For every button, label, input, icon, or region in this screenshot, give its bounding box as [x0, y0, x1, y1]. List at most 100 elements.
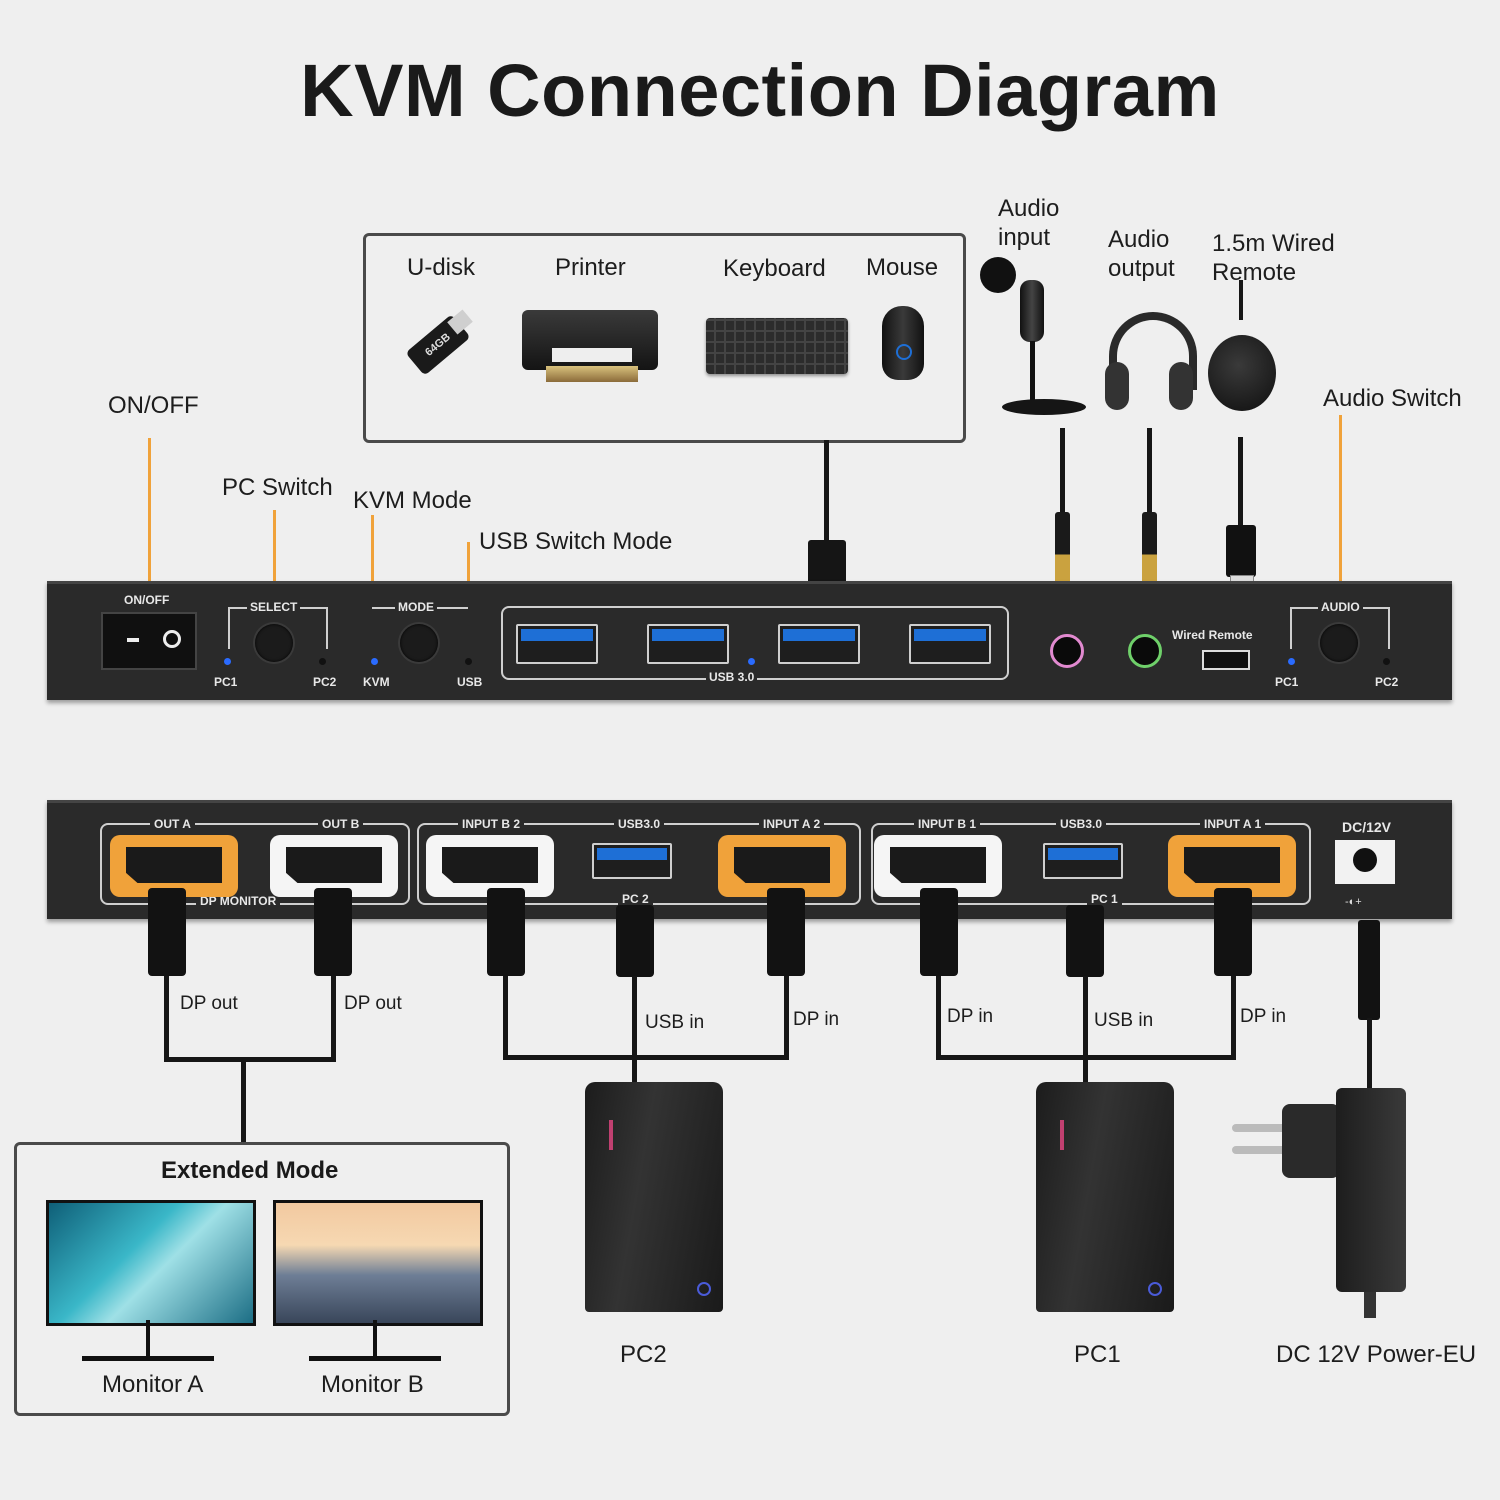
dp-plug-input-a1: [1214, 888, 1252, 976]
pc2-tower-icon: [585, 1082, 723, 1312]
power-adapter-icon: [1232, 1088, 1407, 1318]
onoff-panel-label: ON/OFF: [124, 593, 170, 607]
input-b1-label: INPUT B 1: [914, 817, 981, 831]
audio-pc2-led: [1383, 658, 1390, 665]
dc-polarity-icon: -◐+: [1345, 896, 1362, 908]
dc-label: DC/12V: [1342, 819, 1392, 835]
cable-monitor-trunk: [241, 1061, 246, 1145]
remote-cable: [1238, 437, 1243, 527]
dp-plug-out-a: [148, 888, 186, 976]
front-usb-port-1[interactable]: [516, 624, 598, 664]
monitor-b-label: Monitor B: [321, 1371, 424, 1398]
monitor-b-base: [309, 1356, 441, 1361]
input-b1-port[interactable]: [874, 835, 1002, 897]
audio-pc1-led: [1288, 658, 1295, 665]
kvm-mode-callout: KVM Mode: [353, 487, 472, 514]
input-a1-port[interactable]: [1168, 835, 1296, 897]
monitor-b-icon: [273, 1200, 483, 1326]
monitor-a-stand: [146, 1320, 150, 1358]
input-a2-port[interactable]: [718, 835, 846, 897]
out-b-port[interactable]: [270, 835, 398, 897]
dc-power-port[interactable]: [1335, 840, 1395, 884]
audio-pc2-label: PC2: [1375, 675, 1399, 689]
dp-in-pc1-a-label: DP in: [1240, 1006, 1287, 1027]
audio-pc1-label: PC1: [1275, 675, 1299, 689]
front-usb-port-4[interactable]: [909, 624, 991, 664]
udisk-label: U-disk: [407, 254, 476, 281]
cable-pc1-a1: [1231, 976, 1236, 1060]
input-a2-label: INPUT A 2: [759, 817, 825, 831]
mode-label: MODE: [395, 600, 437, 614]
extended-mode-box: [14, 1142, 510, 1416]
input-b2-port[interactable]: [426, 835, 554, 897]
usb30-left-label: USB3.0: [614, 817, 665, 831]
usb-mode-callout: USB Switch Mode: [479, 528, 673, 555]
pc1-label: PC1: [1074, 1341, 1121, 1368]
audio-button[interactable]: [1320, 624, 1358, 662]
pc1-led: [224, 658, 231, 665]
remote-port[interactable]: [1202, 650, 1250, 670]
pc1-label: PC1: [214, 675, 238, 689]
mode-button[interactable]: [400, 624, 438, 662]
dp-plug-out-b: [314, 888, 352, 976]
audio-in-cable: [1060, 428, 1065, 513]
audio-out-plug: [1142, 512, 1157, 597]
dp-in-pc1-b-label: DP in: [947, 1006, 994, 1027]
printer-icon: [518, 306, 663, 384]
usb30-right-label: USB3.0: [1056, 817, 1107, 831]
dp-plug-input-b2: [487, 888, 525, 976]
mic-jack[interactable]: [1050, 634, 1084, 668]
cable-out-a: [164, 976, 169, 1061]
usb-plug-pc2: [616, 905, 654, 977]
select-label: SELECT: [247, 600, 301, 614]
pc1-tag: PC 1: [1087, 892, 1122, 906]
pc2-led: [319, 658, 326, 665]
dp-out-a-label: DP out: [180, 993, 238, 1014]
usb30-label: USB 3.0: [706, 670, 758, 684]
pc1-tower-icon: [1036, 1082, 1174, 1312]
pc2-label: PC2: [313, 675, 337, 689]
power-switch[interactable]: [101, 612, 197, 670]
cable-pc2-a2: [784, 976, 789, 1060]
cable-pc1-b1: [936, 976, 941, 1060]
page-title: KVM Connection Diagram: [300, 49, 1220, 132]
headphones-icon: [1105, 312, 1197, 412]
cable-dc: [1367, 1018, 1372, 1090]
monitor-a-icon: [46, 1200, 256, 1326]
cable-pc1-join: [936, 1055, 1236, 1060]
audio-out-cable: [1147, 428, 1152, 513]
rear-usb-port-pc2[interactable]: [592, 843, 672, 879]
microphone-icon: [978, 255, 1090, 420]
out-b-label: OUT B: [318, 817, 364, 831]
front-usb-port-3[interactable]: [778, 624, 860, 664]
remote-cable-top: [1239, 280, 1243, 320]
audio-in-plug: [1055, 512, 1070, 597]
dc-plug: [1358, 920, 1380, 1020]
audio-panel-label: AUDIO: [1318, 600, 1363, 614]
cable-pc1-usb: [1083, 976, 1088, 1086]
input-a1-label: INPUT A 1: [1200, 817, 1266, 831]
headphone-jack[interactable]: [1128, 634, 1162, 668]
dp-monitor-label: DP MONITOR: [196, 894, 281, 908]
pc2-label: PC2: [620, 1341, 667, 1368]
usb-drive-icon: 64GB: [400, 309, 490, 392]
remote-plug: [1226, 525, 1256, 577]
cable-monitor-join: [164, 1057, 336, 1062]
kvm-label: KVM: [363, 675, 390, 689]
mouse-icon: [882, 306, 924, 380]
peripherals-box: [363, 233, 966, 443]
peripheral-usb-cable: [824, 440, 829, 540]
select-button[interactable]: [255, 624, 293, 662]
udisk-capacity: 64GB: [423, 331, 453, 359]
out-a-port[interactable]: [110, 835, 238, 897]
mouse-label: Mouse: [866, 254, 939, 281]
front-usb-port-2[interactable]: [647, 624, 729, 664]
rear-usb-port-pc1[interactable]: [1043, 843, 1123, 879]
wired-remote-panel-label: Wired Remote: [1172, 628, 1253, 642]
printer-label: Printer: [555, 254, 626, 281]
input-b2-label: INPUT B 2: [458, 817, 525, 831]
audio-switch-callout-line: [1339, 415, 1342, 640]
pc-switch-callout-line: [273, 510, 276, 642]
